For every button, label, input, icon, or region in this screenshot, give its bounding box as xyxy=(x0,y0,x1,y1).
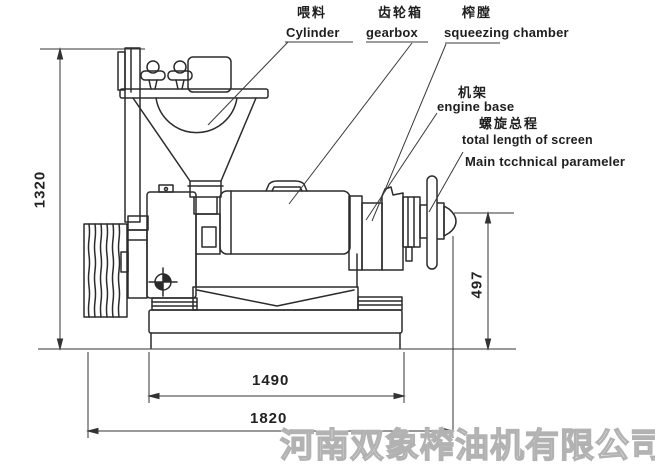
label-screw-length-en: total length of screen xyxy=(462,133,593,147)
label-screw-length-cn: 螺旋总程 xyxy=(479,116,540,131)
oil-trough xyxy=(192,286,359,311)
label-gearbox-en: gearbox xyxy=(366,25,418,40)
belt-pulley xyxy=(83,223,128,318)
dimension-1820: 1820 xyxy=(250,410,288,427)
support-post xyxy=(124,47,141,223)
dimension-1320: 1320 xyxy=(31,170,49,209)
press-nozzle-cone xyxy=(443,205,457,237)
company-watermark: 河南双象榨油机有限公司 xyxy=(279,427,655,465)
label-squeezing-chamber-cn: 榨膛 xyxy=(462,5,493,20)
feeding-hopper xyxy=(132,97,257,182)
leader-lines xyxy=(207,41,500,222)
hopper-cover-box xyxy=(187,56,232,93)
center-mark xyxy=(148,267,178,297)
engine-base-plate xyxy=(148,309,403,334)
label-squeezing-chamber-en: squeezing chamber xyxy=(444,25,569,40)
dimension-lines xyxy=(38,47,516,438)
label-main-parameter: Main tcchnical parameler xyxy=(465,154,626,169)
screw-end xyxy=(348,186,457,271)
clamp-bolts xyxy=(140,60,193,90)
label-engine-base-cn: 机架 xyxy=(458,85,489,100)
squeezing-chamber-body xyxy=(219,190,351,255)
hopper-rim xyxy=(119,88,269,99)
dimension-497: 497 xyxy=(468,270,486,299)
label-engine-base-en: engine base xyxy=(437,99,515,114)
adjustment-handle xyxy=(426,175,438,270)
label-cylinder-cn: 喂料 xyxy=(297,5,328,20)
label-cylinder-en: Cylinder xyxy=(286,25,340,40)
dimension-1490: 1490 xyxy=(252,372,290,389)
label-gearbox-cn: 齿轮箱 xyxy=(378,5,424,20)
